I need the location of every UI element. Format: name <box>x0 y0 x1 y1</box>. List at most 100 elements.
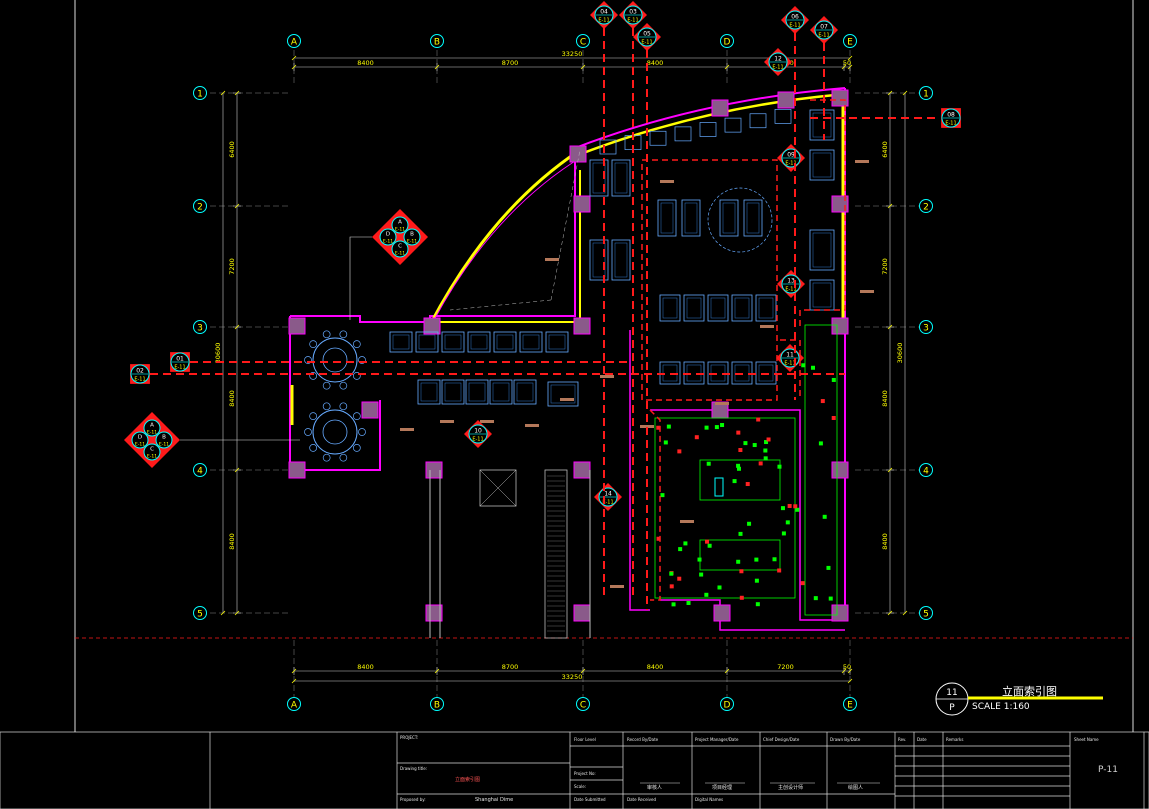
structural-column <box>573 604 591 622</box>
dimension-tick <box>220 610 226 616</box>
grid-bubble-label: 1 <box>923 90 929 100</box>
kitchen-equipment <box>795 507 800 512</box>
booth-seat-inner <box>392 334 410 350</box>
tb-chief-design-value: 主创设计师 <box>778 785 804 791</box>
structural-column <box>711 99 729 117</box>
chair <box>309 412 318 420</box>
elevation-index-marker: 05E-11 <box>633 23 661 51</box>
kitchen-equipment <box>785 520 790 525</box>
booth-seat <box>611 159 631 197</box>
structural-column <box>777 91 795 109</box>
grid-bubble-label: 2 <box>923 203 929 213</box>
quad-sheet: E-11 <box>395 227 405 233</box>
booth-seat <box>489 379 513 405</box>
grid-bubble-label: 1 <box>197 90 203 100</box>
booth-seat <box>389 331 413 353</box>
quad-diamond <box>372 209 428 265</box>
kitchen-equipment <box>686 600 691 605</box>
kitchen-equipment <box>752 443 757 448</box>
booth-seat <box>441 379 465 405</box>
material-tag <box>860 290 874 293</box>
dimension-tick <box>841 668 847 674</box>
quad-letter: A <box>150 423 154 429</box>
dimension-tick <box>724 668 730 674</box>
booth-seat <box>659 294 681 322</box>
leader-line <box>349 236 372 320</box>
kitchen-equipment <box>820 399 825 404</box>
drawing-title-text: 立面索引图 <box>1002 685 1057 698</box>
marker-sheet: E-11 <box>945 121 956 127</box>
structural-column <box>831 195 849 213</box>
dimension-tick <box>847 55 853 61</box>
kitchen-equipment <box>793 504 798 509</box>
kitchen-equipment <box>707 543 712 548</box>
tb-remarks-label: Remarks <box>946 737 964 742</box>
dimension-total: 33250 <box>562 673 583 681</box>
wall-outline <box>629 330 650 611</box>
quad-letter: C <box>398 244 402 250</box>
dimension-label: 8400 <box>647 663 664 671</box>
marker-number: 08 <box>947 112 955 119</box>
dimension-tick <box>434 668 440 674</box>
booth-seat-inner <box>470 334 488 350</box>
marker-sheet: E-11 <box>472 437 483 443</box>
booth-seat <box>719 199 739 237</box>
grid-bubble-label: C <box>580 38 586 48</box>
tb-project-manager-value: 项目经理 <box>712 785 733 791</box>
elevation-index-marker: 12E-11 <box>764 48 792 76</box>
tb-record-by-value: 审核人 <box>647 785 663 791</box>
booth-seat-inner <box>418 334 436 350</box>
kitchen-equipment <box>677 449 682 454</box>
dimension-label: 6400 <box>228 141 236 158</box>
grid-bubble <box>287 34 301 48</box>
booth-seat-inner <box>812 232 832 268</box>
grid-bubble <box>430 697 444 711</box>
dimension-tick <box>234 90 240 96</box>
kitchen-equipment <box>810 365 815 370</box>
kitchen-equipment <box>747 521 752 526</box>
chair <box>339 381 348 390</box>
banquette-seat <box>649 130 667 146</box>
dimension-label: 8700 <box>502 663 519 671</box>
quad-diamond <box>124 412 180 468</box>
booth-seat-inner <box>550 384 576 404</box>
tb-drawing-title-value: 立面索引图 <box>455 777 481 783</box>
grid-bubble <box>919 606 933 620</box>
tb-date-received-label: Date Received <box>627 797 657 802</box>
chair <box>304 356 312 364</box>
structural-column <box>288 461 306 479</box>
tb-chief-design-label: Chief Design/Date <box>763 737 800 742</box>
booth-seat-inner <box>522 334 540 350</box>
dimension-tick <box>887 203 893 209</box>
marker-sheet: E-11 <box>602 500 613 506</box>
grid-bubble-label: D <box>724 701 731 711</box>
grid-bubble-label: 3 <box>197 324 203 334</box>
kitchen-equipment <box>736 430 741 435</box>
kitchen-equipment <box>831 415 836 420</box>
booth-seat <box>417 379 441 405</box>
dimension-tick <box>902 90 908 96</box>
material-tag <box>545 258 559 261</box>
booth-seat <box>683 294 705 322</box>
marker-sheet: E-11 <box>641 40 652 46</box>
structural-column <box>361 401 379 419</box>
chair <box>352 444 361 452</box>
dimension-tick <box>234 324 240 330</box>
tb-project-no-label: Project No: <box>574 771 596 776</box>
kitchen-equipment <box>669 571 674 576</box>
dimension-tick <box>887 90 893 96</box>
structural-column <box>573 195 591 213</box>
tb-drawn-by-value: 绘图人 <box>848 785 864 791</box>
booth-seat-inner <box>444 382 462 402</box>
wall-outline <box>289 316 381 471</box>
structural-column <box>569 145 587 163</box>
kitchen-equipment <box>787 503 792 508</box>
tb-sheet-name-label: Sheet Name <box>1074 737 1099 742</box>
structural-column <box>573 317 591 335</box>
dimension-label: 7200 <box>228 258 236 275</box>
dimension-label: 8400 <box>357 663 374 671</box>
material-tag <box>680 520 694 523</box>
kitchen-equipment <box>739 595 744 600</box>
